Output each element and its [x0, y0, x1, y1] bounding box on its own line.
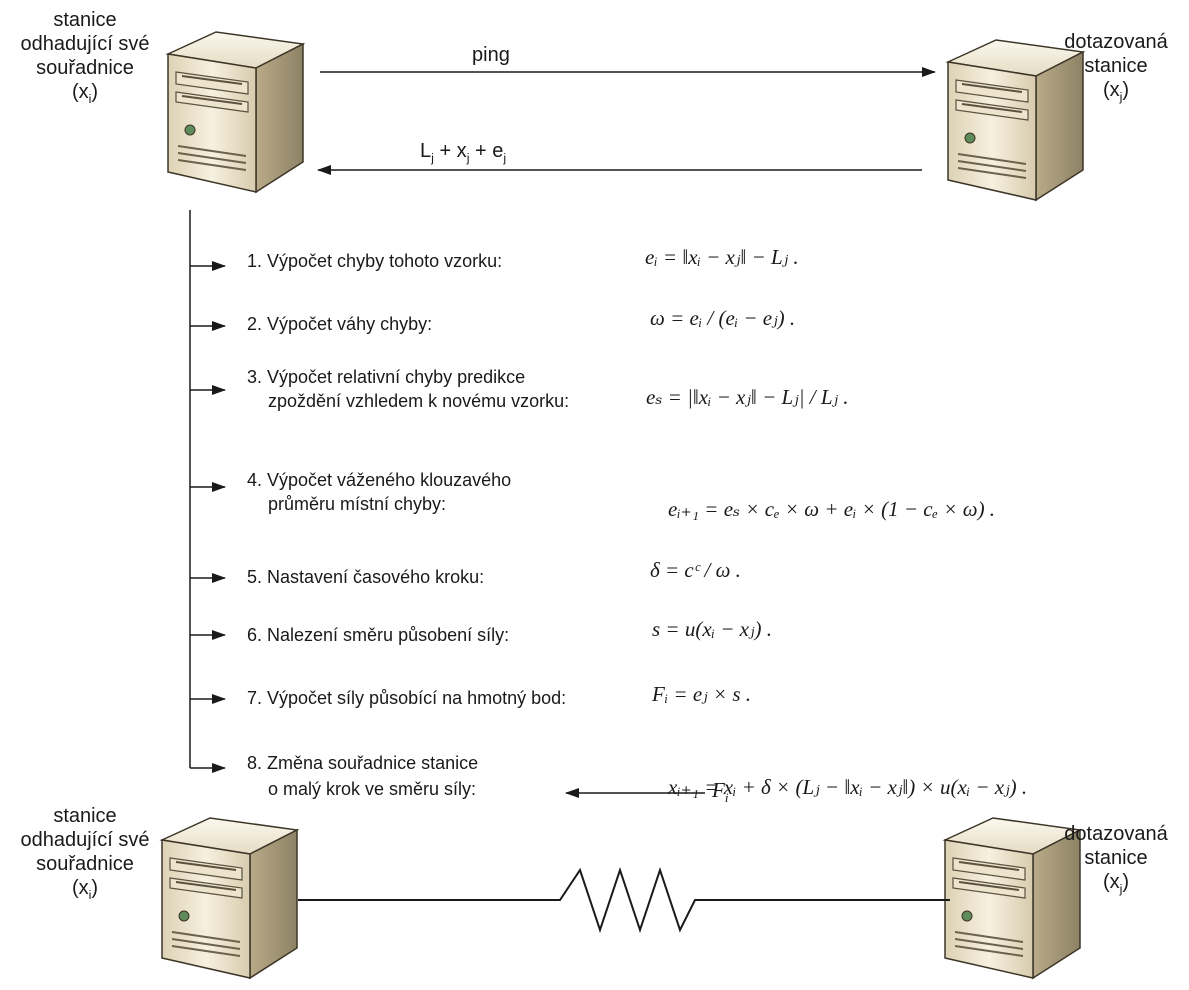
- step-6-formula: s = u(xᵢ − xⱼ) .: [652, 617, 773, 641]
- station-coord: (xi): [0, 80, 170, 111]
- reply-x: + x: [433, 140, 467, 162]
- force-F: F: [712, 778, 725, 802]
- station-label-line: souřadnice: [36, 57, 134, 79]
- spring-icon: [298, 866, 950, 934]
- bottom-left-station-label: stanice odhadující své souřadnice (xi): [0, 804, 170, 907]
- coord-sub: j: [1119, 90, 1123, 104]
- coord-sub: i: [88, 888, 92, 902]
- step-8-text: 8. Změna souřadnice stanice: [247, 753, 479, 773]
- station-coord: (xj): [1050, 870, 1182, 901]
- step-6-text: 6. Nalezení směru působení síly:: [247, 625, 510, 645]
- coord-end: ): [91, 877, 99, 899]
- right-station-label: dotazovaná stanice (xj): [1050, 30, 1182, 109]
- force-label: Fi: [712, 778, 728, 806]
- coord-end: ): [1122, 79, 1130, 101]
- station-label-line: odhadující své: [20, 33, 150, 55]
- server-tower-icon: [167, 31, 304, 193]
- step-1-text: 1. Výpočet chyby tohoto vzorku:: [247, 251, 503, 271]
- coord-end: ): [1122, 871, 1130, 893]
- station-label-line: dotazovaná: [1064, 823, 1168, 845]
- coord-sub: i: [88, 92, 92, 106]
- ping-label: ping: [472, 44, 510, 66]
- station-label-line: stanice: [53, 805, 117, 827]
- server-tower-icon: [161, 817, 298, 979]
- reply-e-sub: j: [503, 151, 507, 165]
- coord-end: ): [91, 81, 99, 103]
- reply-label: Lj + xj + ej: [420, 140, 506, 165]
- station-label-line: stanice: [1084, 55, 1148, 77]
- coord-text: (x: [71, 877, 89, 899]
- reply-e: + e: [469, 140, 504, 162]
- step-5-text: 5. Nastavení časového kroku:: [247, 567, 485, 587]
- step-4-text: 4. Výpočet váženého klouzavého: [247, 470, 512, 490]
- bottom-right-station-label: dotazovaná stanice (xj): [1050, 822, 1182, 901]
- step-5-formula: δ = cᶜ / ω .: [650, 558, 741, 582]
- step-1-formula: eᵢ = ‖xᵢ − xⱼ‖ − Lⱼ .: [645, 245, 799, 269]
- station-label-line: dotazovaná: [1064, 31, 1168, 53]
- station-label-line: odhadující své: [20, 829, 150, 851]
- step-2-formula: ω = eᵢ / (eᵢ − eⱼ) .: [650, 306, 796, 330]
- step-7-formula: Fᵢ = eⱼ × s .: [652, 682, 752, 706]
- step-3-text2: zpoždění vzhledem k novému vzorku:: [268, 391, 570, 411]
- step-8-text2: o malý krok ve směru síly:: [268, 779, 477, 799]
- step-8-formula: xᵢ₊₁ = xᵢ + δ × (Lⱼ − ‖xᵢ − xⱼ‖) × u(xᵢ …: [668, 775, 1028, 799]
- step-2-text: 2. Výpočet váhy chyby:: [247, 314, 433, 334]
- coord-text: (x: [71, 81, 89, 103]
- step-7-text: 7. Výpočet síly působící na hmotný bod:: [247, 688, 567, 708]
- station-coord: (xi): [0, 876, 170, 907]
- coord-text: (x: [1102, 871, 1120, 893]
- step-4-formula: eᵢ₊₁ = eₛ × cₑ × ω + eᵢ × (1 − cₑ × ω) .: [668, 497, 996, 521]
- station-label-line: stanice: [53, 9, 117, 31]
- reply-L-sub: j: [431, 151, 434, 165]
- reply-x-sub: j: [466, 151, 470, 165]
- left-station-label: stanice odhadující své souřadnice (xi): [0, 8, 170, 111]
- station-coord: (xj): [1050, 78, 1182, 109]
- reply-L: L: [420, 140, 432, 162]
- station-label-line: stanice: [1084, 847, 1148, 869]
- step-3-text: 3. Výpočet relativní chyby predikce: [247, 367, 526, 387]
- step-arrows: [190, 261, 226, 704]
- coord-sub: j: [1119, 882, 1123, 896]
- step-3-formula: eₛ = |‖xᵢ − xⱼ‖ − Lⱼ| / Lⱼ .: [646, 385, 849, 409]
- step-4-text2: průměru místní chyby:: [268, 494, 447, 514]
- station-label-line: souřadnice: [36, 853, 134, 875]
- force-sub: i: [724, 790, 729, 806]
- coord-text: (x: [1102, 79, 1120, 101]
